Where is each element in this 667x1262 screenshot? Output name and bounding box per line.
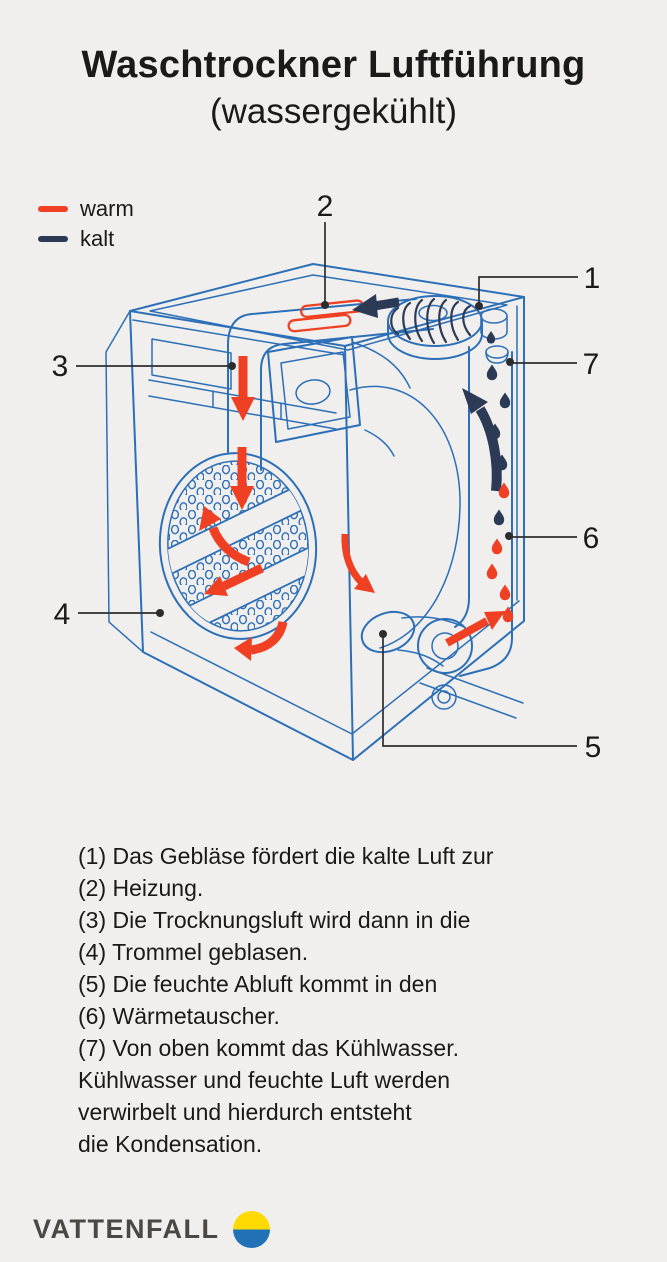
callout-3-number: 3	[52, 350, 69, 383]
water-inlet	[480, 308, 509, 364]
callout-6-number: 6	[583, 522, 600, 555]
description-line: (3) Die Trocknungsluft wird dann in die	[78, 907, 471, 933]
callout-2-number: 2	[317, 190, 334, 223]
callout-3: 3	[52, 350, 236, 383]
callout-4-number: 4	[54, 598, 71, 631]
warm-air-arrow	[445, 611, 505, 647]
cold-air-arrows	[352, 294, 502, 492]
warm-air-arrow	[231, 356, 255, 421]
legend-kalt-label: kalt	[80, 226, 115, 251]
warm-air-arrow	[230, 447, 254, 510]
page-title: Waschtrockner Luftführung	[81, 44, 586, 86]
callout-4: 4	[54, 598, 164, 631]
warm-air-arrows	[199, 356, 505, 661]
vattenfall-logo-icon	[233, 1211, 271, 1248]
legend: warm kalt	[38, 194, 134, 254]
description-line: (2) Heizung.	[78, 875, 204, 901]
description-line: verwirbelt und hierdurch entsteht	[78, 1099, 412, 1125]
blower-outlet-duct	[360, 610, 524, 719]
callout-7: 7	[506, 348, 599, 381]
description-line: (4) Trommel geblasen.	[78, 939, 309, 965]
warm-air-arrow	[341, 533, 375, 593]
warm-air-arrow	[234, 620, 288, 661]
description-line: Kühlwasser und feuchte Luft werden	[78, 1067, 451, 1093]
description-line: die Kondensation.	[78, 1131, 263, 1157]
legend-item-warm: warm	[38, 194, 134, 224]
warm-air-arrow	[199, 506, 251, 567]
callout-6: 6	[505, 522, 599, 555]
kalt-line-icon	[38, 236, 68, 242]
page-subtitle: (wassergekühlt)	[209, 92, 458, 131]
description-line: (1) Das Gebläse fördert die kalte Luft z…	[78, 843, 494, 869]
washer-airflow-diagram: 1 2 3 4 5 6 7	[52, 190, 602, 764]
cold-air-arrow	[352, 294, 400, 318]
legend-warm-label: warm	[80, 196, 134, 221]
warm-air-arrow	[204, 563, 264, 596]
callout-7-number: 7	[583, 348, 600, 381]
tub-outline	[349, 341, 461, 649]
description-line: (6) Wärmetauscher.	[78, 1003, 280, 1029]
down-duct	[227, 298, 434, 471]
fan-icon	[387, 295, 483, 360]
callout-1: 1	[475, 262, 600, 310]
machine-body	[105, 263, 525, 761]
legend-item-kalt: kalt	[38, 224, 134, 254]
callout-5-number: 5	[585, 731, 602, 764]
footer: VATTENFALL	[33, 1211, 271, 1248]
vattenfall-wordmark: VATTENFALL	[33, 1214, 220, 1244]
description-block: (1) Das Gebläse fördert die kalte Luft z…	[78, 840, 618, 1160]
callout-2: 2	[317, 190, 334, 309]
callout-5: 5	[379, 630, 601, 764]
cold-air-arrow	[462, 388, 502, 492]
callout-1-number: 1	[584, 262, 601, 295]
description-line: (5) Die feuchte Abluft kommt in den	[78, 971, 438, 997]
description-line: (7) Von oben kommt das Kühlwasser.	[78, 1035, 459, 1061]
air-duct-box	[267, 336, 361, 443]
warm-line-icon	[38, 206, 68, 212]
